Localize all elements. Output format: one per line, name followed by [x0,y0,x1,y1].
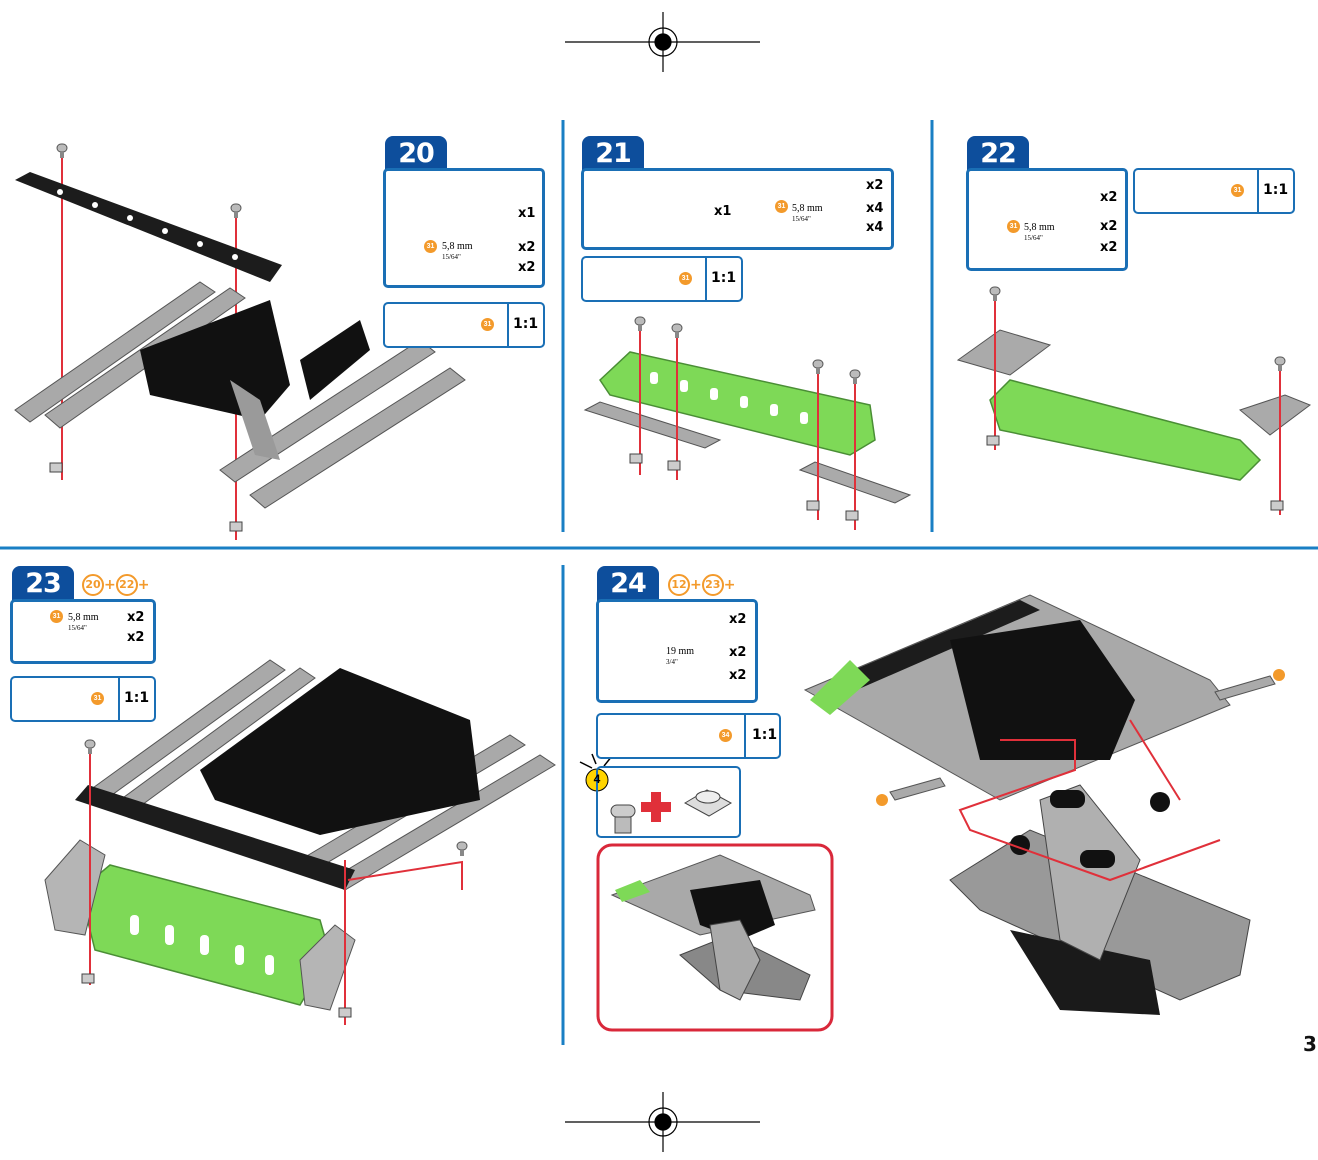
step-20-scale-box [383,302,545,348]
step-20-screw-badge: 31 [424,240,437,253]
step-22-screw-badge: 31 [1007,220,1020,233]
step-21-screw-badge: 31 [775,200,788,213]
step21-drawing [583,316,912,530]
step24-drawing [803,594,1285,1015]
step-22-parts-box [966,168,1128,271]
step24-preview [596,843,834,1032]
step-24-references: 12+23+ [668,574,735,596]
tip-number: 4 [593,772,601,786]
step-22-scale: 1:1 [1263,182,1289,198]
tip-icons [579,753,733,834]
step-23-scale-box [10,676,156,722]
step-24-parts-box [596,599,758,703]
step-23-scale: 1:1 [124,690,150,706]
page-number: 3 [1303,1032,1317,1056]
step20-drawing [14,143,466,540]
step-21-number: 21 [582,136,644,172]
step-22-scale-box [1133,168,1295,214]
step-24-qty-3: x2 [729,668,747,683]
step-24-scale-box [596,713,781,759]
step-24-ref-b: 23 [701,574,724,596]
step-21-qty-1: x1 [714,204,732,219]
step-21-qty-4: x4 [866,220,884,235]
step-20-qty-3: x2 [518,260,536,275]
step-24-qty-1: x2 [729,612,747,627]
step-20-qty-2: x2 [518,240,536,255]
step-20-parts-box [383,168,545,288]
step-22-qty-3: x2 [1100,240,1118,255]
step-23-screw-badge: 31 [50,610,63,623]
panel-dividers [0,120,1318,1045]
step-23-parts-box [10,599,156,664]
step-24-scale-badge: 34 [719,729,732,742]
step-23-scale-badge: 31 [91,692,104,705]
step-22-qty-1: x2 [1100,190,1118,205]
step-20-qty-1: x1 [518,206,536,221]
step-21-scale-box [581,256,743,302]
step23-drawing [44,659,556,1025]
step-23-qty-2: x2 [127,630,145,645]
step-23-qty-1: x2 [127,610,145,625]
step22-drawing [956,286,1312,515]
step-22-scale-badge: 31 [1231,184,1244,197]
step-22-qty-2: x2 [1100,219,1118,234]
step-21-qty-2: x2 [866,178,884,193]
step-20-scale: 1:1 [513,316,539,332]
step-23-references: 20+22+ [82,574,149,596]
step-22-number: 22 [967,136,1029,172]
step-20-number: 20 [385,136,447,172]
step-24-number: 24 [597,566,659,602]
registration-mark-bottom [565,1092,760,1152]
step-21-scale-badge: 31 [679,272,692,285]
step-24-qty-2: x2 [729,645,747,660]
step-23-ref-a: 20 [82,574,104,596]
step-23-number: 23 [12,566,74,602]
step-20-scale-badge: 31 [481,318,494,331]
step-23-ref-b: 22 [115,574,138,596]
step-21-parts-box [581,168,894,250]
step-24-scale: 1:1 [752,727,778,743]
step-21-scale: 1:1 [711,270,737,286]
step-24-tip-box [596,766,741,838]
step-24-ref-a: 12 [668,574,690,596]
registration-mark-top [565,12,760,72]
step-21-qty-3: x4 [866,201,884,216]
